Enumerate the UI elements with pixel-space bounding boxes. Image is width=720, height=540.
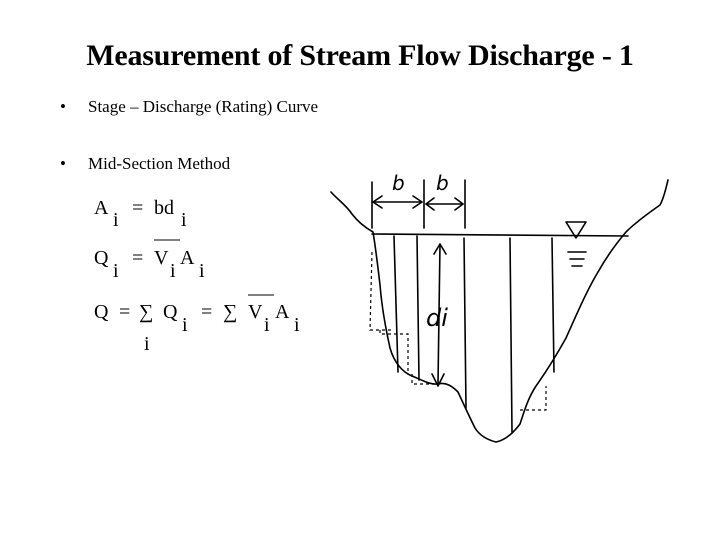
eq1-rhs-sub: i	[181, 209, 187, 231]
bullet-mid-section: • Mid-Section Method	[60, 154, 230, 174]
bullet-rating-curve: • Stage – Discharge (Rating) Curve	[60, 97, 318, 117]
bullet-dot: •	[60, 97, 66, 116]
eq3-v-sub: i	[264, 314, 270, 336]
vertical-1	[393, 235, 399, 373]
equation-discharge-segment: Q i = V i A i	[94, 239, 205, 282]
eq3-a-sub: i	[294, 314, 300, 336]
eq1-lhs: A	[94, 197, 109, 219]
eq3-sum-sub: i	[144, 333, 150, 355]
eq3-a: A	[275, 301, 290, 323]
eq2-lhs: Q	[94, 247, 109, 269]
section-box-4	[520, 386, 547, 411]
eq2-op: =	[132, 247, 143, 269]
eq3-op: =	[119, 301, 130, 323]
eq3-v: V	[248, 301, 263, 323]
width-arrow-1-left-head	[372, 195, 383, 209]
equation-area: A i = bd i	[94, 197, 187, 231]
eq2-a-sub: i	[199, 260, 205, 282]
eq2-a: A	[180, 247, 195, 269]
eq2-v: V	[154, 247, 169, 269]
bullet-text-mid-section: Mid-Section Method	[88, 154, 231, 173]
vertical-4	[509, 237, 513, 433]
width-label-b2: b	[436, 171, 449, 195]
vertical-3	[463, 237, 467, 409]
vertical-5	[551, 237, 555, 373]
width-arrow-2-right-head	[454, 197, 464, 211]
channel-cross-section-sketch: b b di	[330, 171, 669, 443]
eq1-rhs: bd	[154, 197, 174, 219]
width-arrow-2-left-head	[425, 197, 435, 211]
section-box-left	[369, 251, 392, 331]
eq3-op2: =	[201, 301, 212, 323]
depth-arrowhead-bottom	[431, 373, 445, 387]
water-surface-line	[371, 233, 629, 237]
eq3-lhs: Q	[94, 301, 109, 323]
channel-bed-outline	[330, 179, 669, 443]
depth-arrowhead-top	[433, 243, 447, 255]
depth-label-di: di	[426, 304, 448, 332]
slide-title: Measurement of Stream Flow Discharge - 1	[86, 39, 634, 72]
width-arrow-1-right-head	[412, 195, 423, 209]
eq2-v-sub: i	[170, 260, 176, 282]
eq2-lhs-sub: i	[113, 260, 119, 282]
eq3-q-sub: i	[182, 314, 188, 336]
eq3-sum: ∑	[139, 301, 153, 323]
bullet-text-rating-curve: Stage – Discharge (Rating) Curve	[88, 97, 319, 116]
section-box-3	[411, 374, 436, 385]
width-label-b1: b	[392, 171, 405, 195]
section-box-2	[379, 330, 409, 372]
depth-arrow-shaft	[437, 243, 441, 385]
eq3-q: Q	[163, 301, 178, 323]
eq3-sum2: ∑	[223, 301, 237, 323]
water-level-triangle-icon	[565, 221, 587, 239]
eq1-lhs-sub: i	[113, 209, 119, 231]
eq1-op: =	[132, 197, 143, 219]
bullet-dot: •	[60, 154, 66, 173]
equation-total-discharge: Q = ∑ i Q i = ∑ V i A i	[94, 294, 300, 355]
vertical-2	[416, 235, 420, 381]
